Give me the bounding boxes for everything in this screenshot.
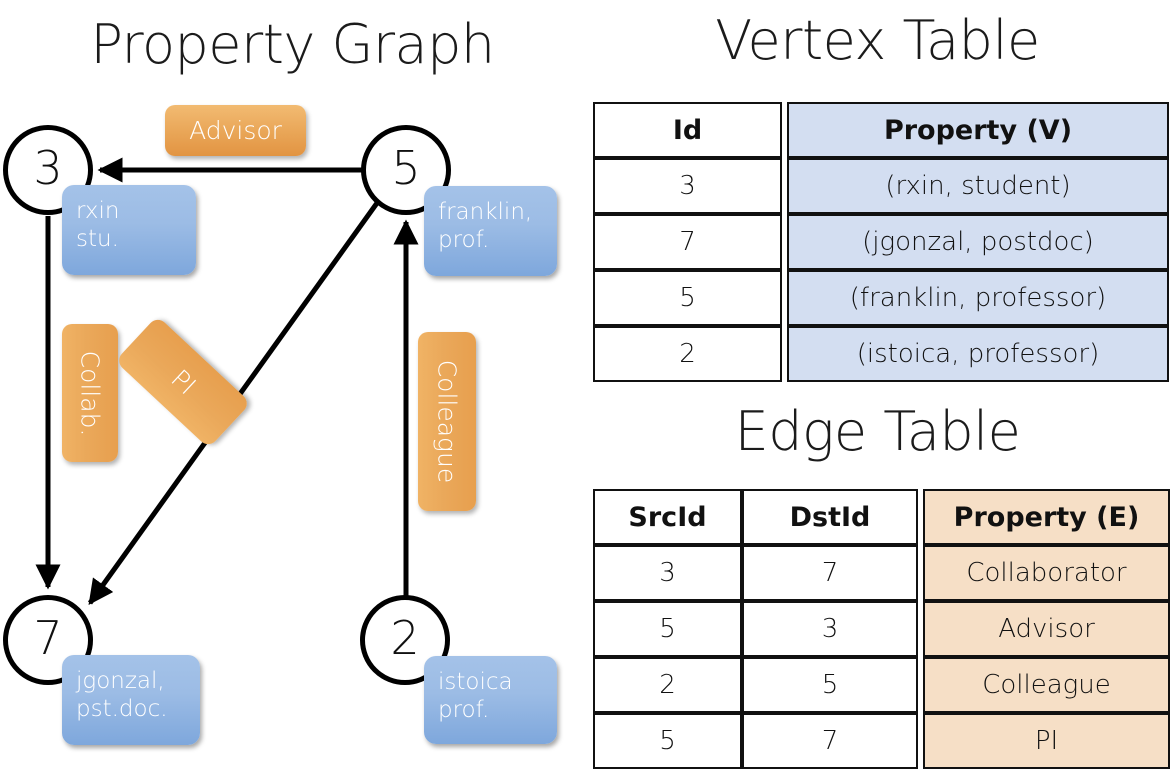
property-graph-diagram: 3 5 7 2 rxin stu. franklin, prof. jgonza… [0, 0, 585, 760]
edge-label-pi-text: PI [164, 363, 202, 401]
table-row[interactable]: 3 (rxin, student) [593, 158, 1169, 214]
graph-node-2-id: 2 [390, 611, 420, 665]
vertex-row-3-property: (istoica, professor) [787, 326, 1169, 382]
vertex-row-0-property: (rxin, student) [787, 158, 1169, 214]
vertex-row-0-id: 3 [593, 158, 782, 214]
vertex-table-header-property: Property (V) [787, 102, 1169, 158]
graph-node-2-property-line2: prof. [438, 697, 490, 723]
edge-label-advisor: Advisor [165, 105, 306, 156]
graph-node-2-property-callout: istoica prof. [424, 656, 557, 744]
edge-table-header-row: SrcId DstId Property (E) [593, 489, 1170, 545]
graph-node-7-property-line2: pst.doc. [76, 696, 168, 722]
edge-table-header-property: Property (E) [923, 489, 1170, 545]
vertex-row-3-id: 2 [593, 326, 782, 382]
vertex-row-1-property: (jgonzal, postdoc) [787, 214, 1169, 270]
edge-row-0-dstid: 7 [742, 545, 918, 601]
graph-node-2[interactable]: 2 [360, 595, 450, 685]
graph-node-5[interactable]: 5 [361, 125, 451, 215]
edge-label-advisor-text: Advisor [189, 116, 282, 145]
edge-table-header-srcid: SrcId [593, 489, 742, 545]
table-row[interactable]: 7 (jgonzal, postdoc) [593, 214, 1169, 270]
edge-label-collab: Collab. [62, 324, 118, 462]
vertex-table-header-id: Id [593, 102, 782, 158]
table-row[interactable]: 5 (franklin, professor) [593, 270, 1169, 326]
edge-label-colleague: Colleague [418, 332, 476, 511]
vertex-table: Id Property (V) 3 (rxin, student) 7 (jgo… [593, 102, 1169, 382]
graph-node-7-property-line1: jgonzal, [76, 668, 165, 694]
edge-row-1-dstid: 3 [742, 601, 918, 657]
graph-node-5-property-callout: franklin, prof. [424, 186, 557, 276]
edge-row-2-dstid: 5 [742, 657, 918, 713]
edge-row-3-srcid: 5 [593, 713, 742, 769]
edge-table-header-dstid: DstId [742, 489, 918, 545]
graph-node-3-property-callout: rxin stu. [62, 185, 196, 275]
edge-row-0-srcid: 3 [593, 545, 742, 601]
table-row[interactable]: 2 5 Colleague [593, 657, 1170, 713]
vertex-row-2-id: 5 [593, 270, 782, 326]
graph-node-5-property-line2: prof. [438, 227, 490, 253]
graph-node-3-property-line1: rxin [76, 198, 120, 224]
edge-row-0-property: Collaborator [923, 545, 1170, 601]
graph-node-7-id: 7 [33, 611, 63, 665]
edge-table-title: Edge Table [734, 400, 1021, 463]
edge-label-collab-text: Collab. [75, 350, 105, 436]
vertex-table-title: Vertex Table [715, 9, 1040, 72]
table-row[interactable]: 3 7 Collaborator [593, 545, 1170, 601]
vertex-row-1-id: 7 [593, 214, 782, 270]
table-row[interactable]: 2 (istoica, professor) [593, 326, 1169, 382]
vertex-row-2-property: (franklin, professor) [787, 270, 1169, 326]
graph-node-3-id: 3 [33, 141, 63, 195]
edge-row-3-property: PI [923, 713, 1170, 769]
edge-row-2-srcid: 2 [593, 657, 742, 713]
table-row[interactable]: 5 7 PI [593, 713, 1170, 769]
graph-node-7-property-callout: jgonzal, pst.doc. [62, 655, 200, 745]
edge-row-2-property: Colleague [923, 657, 1170, 713]
edge-row-1-srcid: 5 [593, 601, 742, 657]
graph-node-5-id: 5 [391, 141, 421, 195]
vertex-table-header-row: Id Property (V) [593, 102, 1169, 158]
graph-node-5-property-line1: franklin, [438, 199, 533, 225]
table-row[interactable]: 5 3 Advisor [593, 601, 1170, 657]
edge-row-1-property: Advisor [923, 601, 1170, 657]
edge-table: SrcId DstId Property (E) 3 7 Collaborato… [593, 489, 1170, 769]
graph-node-3-property-line2: stu. [76, 226, 119, 252]
graph-node-2-property-line1: istoica [438, 669, 513, 695]
property-graph-title: Property Graph [90, 13, 495, 76]
edge-row-3-dstid: 7 [742, 713, 918, 769]
edge-label-colleague-text: Colleague [432, 359, 462, 484]
